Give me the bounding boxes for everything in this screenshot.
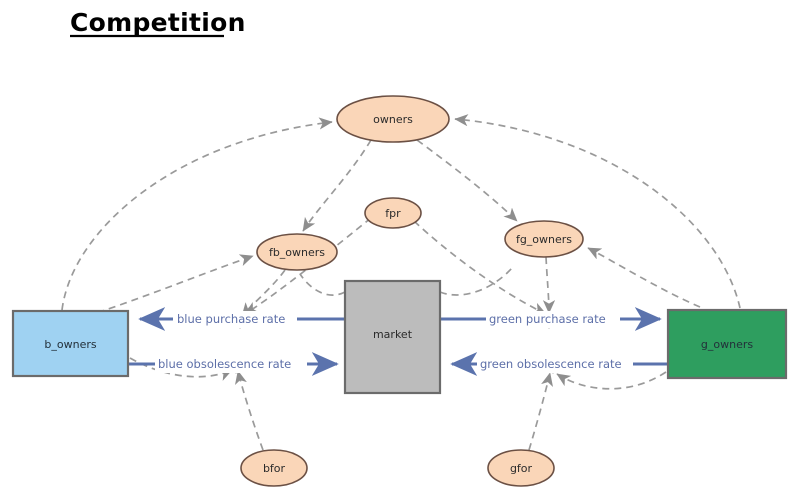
node-fpr[interactable]: fpr [364,197,422,229]
node-fg_owners[interactable]: fg_owners [504,220,584,258]
flow-label-bg-green-obsolescence-rate [477,356,633,373]
flow-green-purchase-rate[interactable]: green purchase rate [440,307,662,331]
edge-fb_owners-to-blue-purchase-rate [241,269,286,317]
node-g_owners-label: g_owners [701,338,753,351]
node-bfor-label: bfor [263,462,286,475]
node-market-label: market [373,328,413,341]
page-title: Competition [70,8,246,38]
node-owners-ellipse [336,95,450,143]
node-b_owners-box [11,309,130,378]
edge-g_owners-to-fg_owners [587,247,701,308]
flow-layer: blue purchase rate blue obsolescence rat… [128,307,668,376]
node-bfor-ellipse [240,449,308,487]
flow-blue-obsolescence-rate[interactable]: blue obsolescence rate [128,352,339,376]
flow-label-blue-purchase-rate: blue purchase rate [177,312,285,326]
node-gfor-ellipse [487,449,555,487]
node-fpr-label: fpr [385,207,401,220]
node-fpr-ellipse [364,197,422,229]
flow-label-blue-obsolescence-rate: blue obsolescence rate [158,357,291,371]
flow-label-bg-green-purchase-rate [486,311,620,328]
flow-label-green-purchase-rate: green purchase rate [489,312,606,326]
stock-layer: b_owners market g_owners [11,279,788,395]
page-title-text: Competition [70,8,246,37]
node-fg_owners-label: fg_owners [516,233,572,246]
edge-market-to-fb_owners-curve [299,273,346,296]
edge-g_owners-to-owners [454,114,741,309]
flow-label-bg-blue-purchase-rate [173,311,297,328]
edge-bfor-to-blue-obsolescence-rate [235,370,264,451]
node-gfor-label: gfor [510,462,533,475]
edge-b_owners-to-owners [61,117,333,311]
node-fb_owners[interactable]: fb_owners [256,233,338,271]
node-fb_owners-label: fb_owners [269,246,325,259]
node-g_owners-box [666,308,788,380]
flow-label-green-obsolescence-rate: green obsolescence rate [480,357,622,371]
edge-fpr-to-green-purchase-rate [413,220,547,315]
node-market[interactable]: market [343,279,442,395]
node-owners[interactable]: owners [336,95,450,143]
edge-fg_owners-to-green-purchase-rate [542,256,556,314]
auxiliary-layer: owners fpr fb_owners fg_owners bfor gfor [240,95,584,487]
flow-blue-purchase-rate[interactable]: blue purchase rate [138,307,345,331]
node-fb_owners-ellipse [256,233,338,271]
node-market-box [343,279,442,395]
node-b_owners[interactable]: b_owners [11,309,130,378]
node-b_owners-label: b_owners [44,338,96,351]
node-bfor[interactable]: bfor [240,449,308,487]
edge-owners-to-fg_owners [416,139,518,222]
node-owners-label: owners [373,113,413,126]
node-g_owners[interactable]: g_owners [666,308,788,380]
flow-green-obsolescence-rate[interactable]: green obsolescence rate [450,352,668,376]
flow-label-bg-blue-obsolescence-rate [155,356,307,373]
node-gfor[interactable]: gfor [487,449,555,487]
edge-fpr-to-blue-purchase-rate [244,217,372,315]
node-fg_owners-ellipse [504,220,584,258]
edge-owners-to-fb_owners [302,139,372,232]
edge-g_owners-to-green-obsolescence-rate [556,371,667,390]
edge-market-to-fg_owners-curve [439,267,513,296]
edge-gfor-to-green-obsolescence-rate [528,372,553,451]
